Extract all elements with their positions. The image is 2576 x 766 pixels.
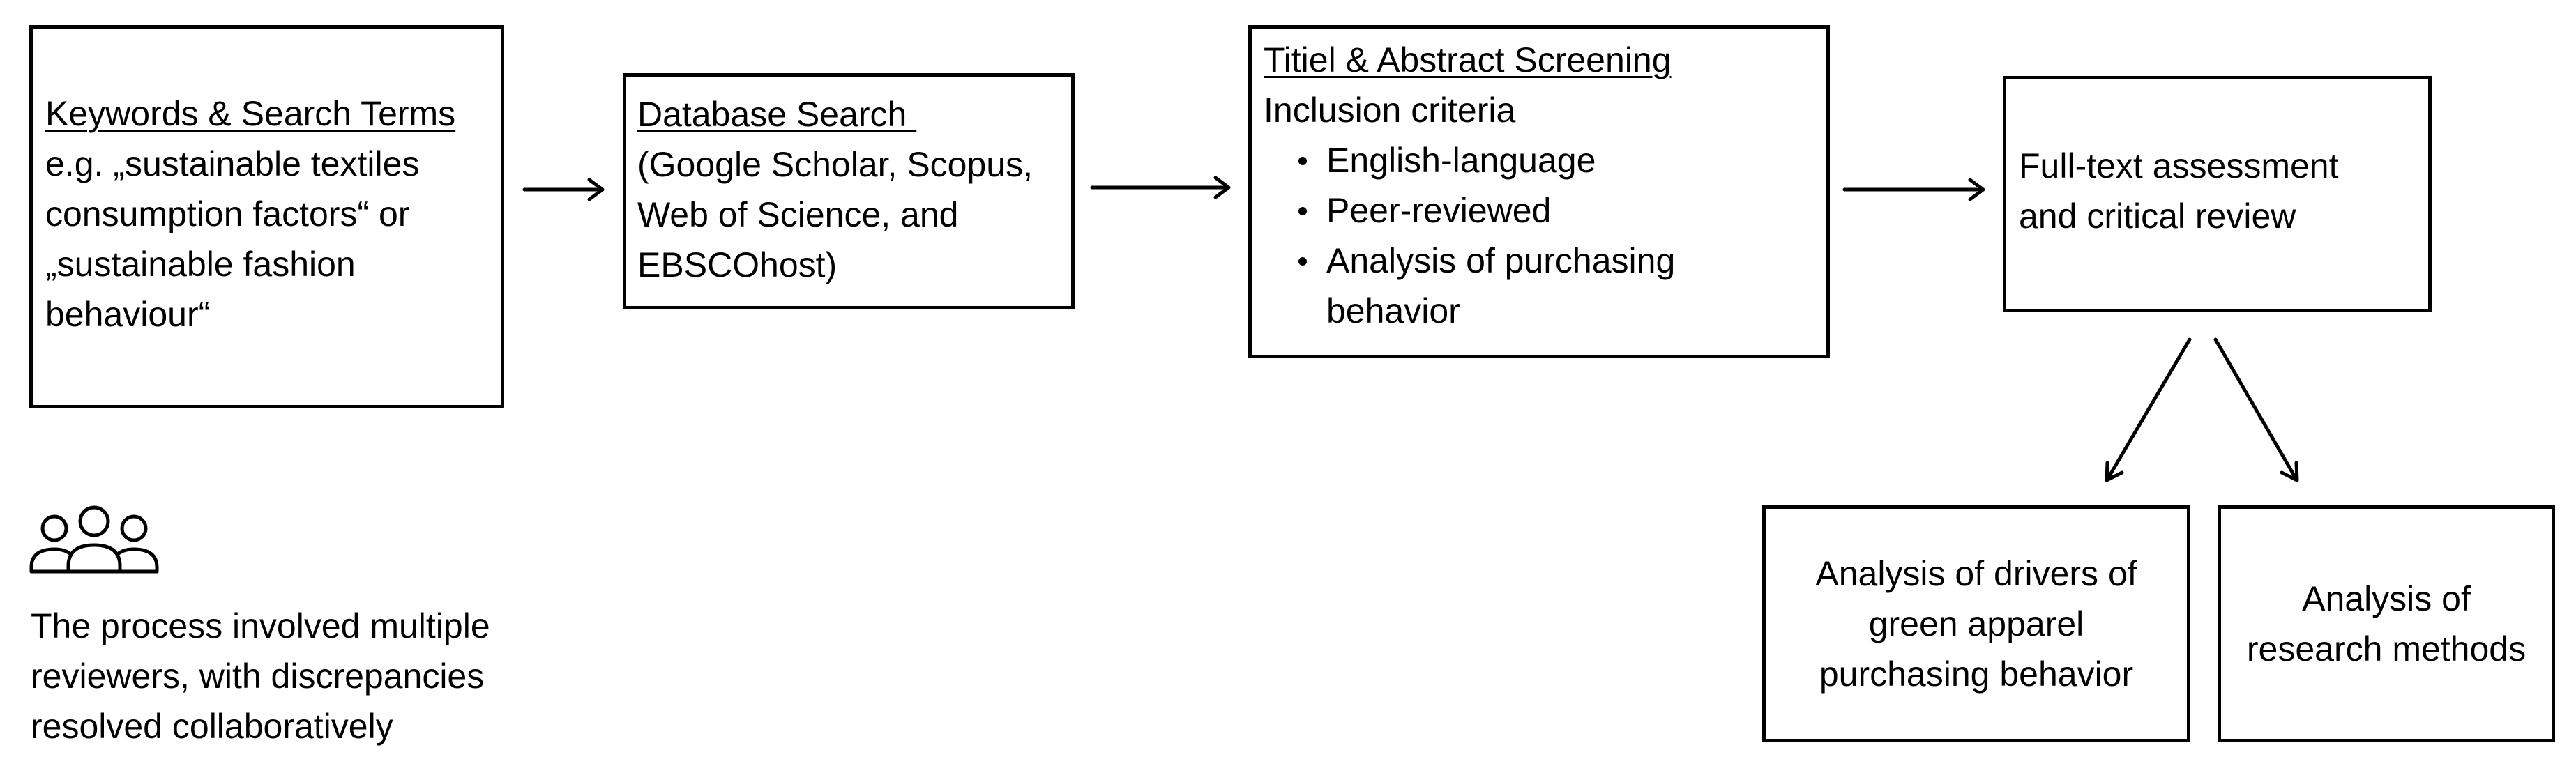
criteria-item-continuation: behavior: [1326, 291, 1460, 330]
note-line: The process involved multiple: [31, 606, 490, 645]
methods-analysis-box: Analysis of research methods: [2218, 505, 2555, 742]
process-note: The process involved multiple reviewers,…: [31, 601, 490, 751]
database-title: Database Search: [637, 95, 917, 134]
drivers-line: Analysis of drivers of: [1815, 554, 2137, 593]
database-line: (Google Scholar, Scopus,: [637, 145, 1033, 184]
methods-line: research methods: [2246, 629, 2526, 668]
database-line: EBSCOhost): [637, 245, 838, 284]
arrow-fulltext-to-methods: [2213, 337, 2299, 482]
fulltext-line: Full-text assessment: [2019, 146, 2339, 185]
keywords-line: „sustainable fashion: [45, 245, 356, 284]
arrow-fulltext-to-drivers: [2105, 337, 2192, 482]
drivers-line: purchasing behavior: [1819, 654, 2134, 694]
keywords-title: Keywords & Search Terms: [45, 94, 456, 133]
screening-box: Titiel & Abstract Screening Inclusion cr…: [1248, 25, 1830, 358]
keywords-line: behaviour“: [45, 295, 211, 334]
fulltext-line: and critical review: [2019, 197, 2296, 236]
screening-title: Titiel & Abstract Screening: [1264, 40, 1672, 79]
criteria-item: English-language: [1264, 135, 1826, 185]
keywords-line: consumption factors“ or: [45, 194, 410, 233]
arrow-keywords-to-database: [522, 178, 605, 201]
drivers-line: green apparel: [1868, 604, 2084, 643]
note-line: reviewers, with discrepancies: [31, 657, 485, 696]
fulltext-assessment-box: Full-text assessment and critical review: [2003, 76, 2432, 312]
database-search-box: Database Search (Google Scholar, Scopus,…: [623, 73, 1075, 309]
arrow-screening-to-fulltext: [1842, 178, 1985, 201]
people-group-icon: [29, 505, 159, 574]
note-line: resolved collaboratively: [31, 707, 393, 746]
inclusion-criteria-label: Inclusion criteria: [1264, 91, 1516, 130]
keywords-box: Keywords & Search Terms e.g. „sustainabl…: [29, 25, 504, 408]
database-line: Web of Science, and: [637, 195, 959, 234]
drivers-analysis-box: Analysis of drivers of green apparel pur…: [1762, 505, 2190, 742]
criteria-item: Analysis of purchasing: [1264, 236, 1826, 286]
criteria-list: English-language Peer-reviewed Analysis …: [1264, 135, 1826, 286]
keywords-line: e.g. „sustainable textiles: [45, 144, 420, 183]
arrow-database-to-screening: [1090, 176, 1231, 199]
methods-line: Analysis of: [2302, 579, 2471, 618]
criteria-item: Peer-reviewed: [1264, 185, 1826, 236]
